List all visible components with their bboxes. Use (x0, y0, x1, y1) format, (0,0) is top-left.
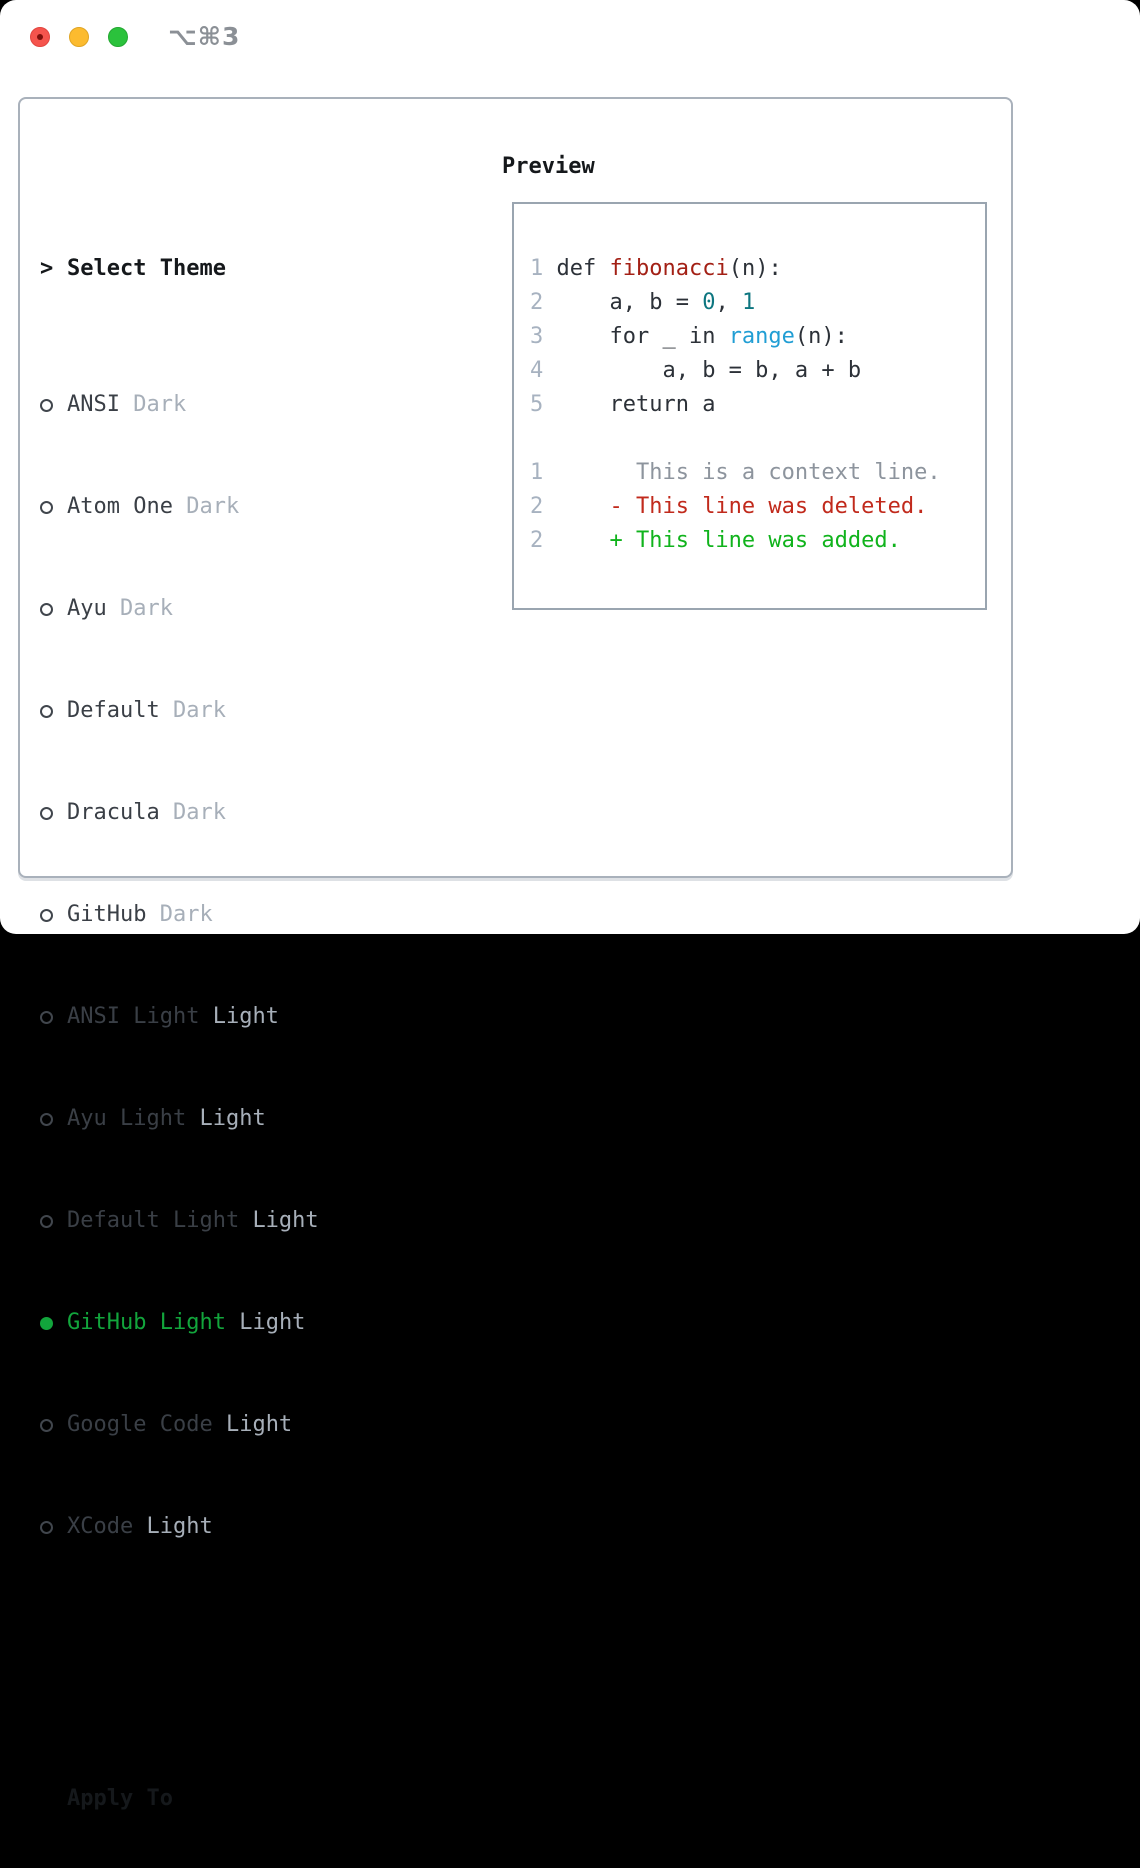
radio-icon (40, 602, 53, 616)
preview-title: Preview (502, 154, 595, 179)
titlebar: ⌥⌘3 (0, 0, 1140, 74)
preview-pane: 1 def fibonacci(n): 2 a, b = 0, 1 3 for … (512, 202, 987, 610)
caret-icon: > (40, 256, 54, 281)
radio-selected-icon (40, 1316, 53, 1330)
select-theme-header: > Select Theme (40, 252, 411, 286)
code-line: 1 def fibonacci(n): (530, 256, 782, 281)
zoom-button[interactable] (108, 27, 128, 47)
radio-icon (40, 704, 53, 718)
code-line: 4 a, b = b, a + b (530, 358, 862, 383)
radio-icon (40, 1112, 53, 1126)
code-line: 5 return a (530, 392, 716, 417)
radio-icon (40, 806, 53, 820)
radio-icon (40, 1214, 53, 1228)
close-dot-icon (37, 34, 43, 40)
diff-added-line: 2 + This line was added. (530, 528, 901, 553)
diff-context-line: 1 This is a context line. (530, 460, 941, 485)
apply-to-header: Apply To (40, 1782, 411, 1816)
window-title: ⌥⌘3 (168, 22, 241, 51)
radio-icon (40, 500, 53, 514)
minimize-button[interactable] (69, 27, 89, 47)
select-theme-title: Select Theme (67, 256, 226, 281)
radio-icon (40, 1010, 53, 1024)
diff-deleted-line: 2 - This line was deleted. (530, 494, 928, 519)
code-line: 2 a, b = 0, 1 (530, 290, 756, 315)
code-line: 3 for _ in range(n): (530, 324, 848, 349)
radio-icon (40, 398, 53, 412)
apply-to-title: Apply To (67, 1786, 173, 1811)
radio-icon (40, 908, 53, 922)
close-button[interactable] (30, 27, 50, 47)
radio-icon (40, 1418, 53, 1432)
radio-icon (40, 1520, 53, 1534)
